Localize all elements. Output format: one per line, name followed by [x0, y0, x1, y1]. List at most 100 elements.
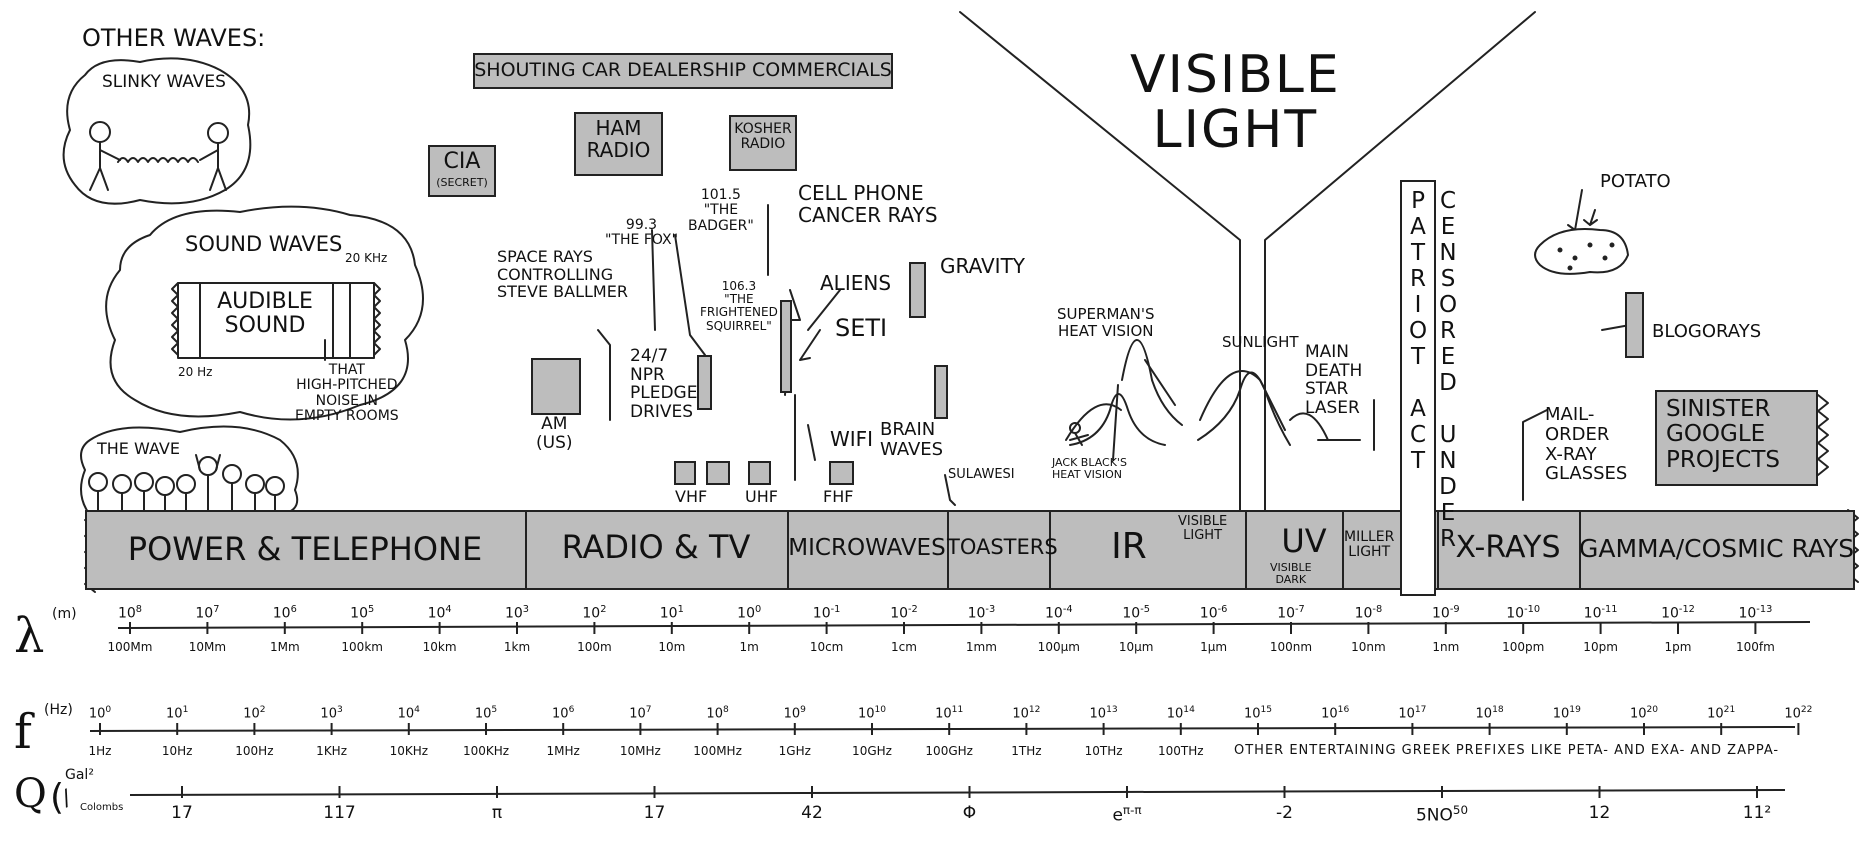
freq-unit-label: 1KHz	[316, 744, 348, 758]
death-star-label: MAIN DEATH STAR LASER	[1305, 342, 1363, 419]
slinky-waves-label: SLINKY WAVES	[102, 72, 226, 92]
freq-power-label: 109	[783, 705, 806, 722]
lambda-symbol: λ	[14, 608, 45, 664]
band-divider	[1049, 512, 1051, 588]
uhf-box	[748, 461, 771, 485]
the-wave-label: THE WAVE	[97, 439, 180, 458]
q-value-label: 17	[643, 803, 666, 823]
axis-lines	[89, 621, 1811, 796]
fhf-box	[829, 461, 854, 485]
lambda-unit-label: 1m	[739, 640, 759, 654]
lambda-unit-label: 10nm	[1351, 640, 1386, 654]
freq-unit-label: 10Hz	[161, 744, 193, 758]
lambda-unit-label: 100Mm	[107, 640, 153, 654]
lambda-unit-label: 10pm	[1583, 640, 1618, 654]
lambda-unit-label: 10cm	[809, 640, 844, 654]
band-power-telephone: POWER & TELEPHONE	[127, 530, 483, 568]
band-radio-tv: RADIO & TV	[561, 528, 751, 566]
gravity-label: GRAVITY	[940, 254, 1025, 278]
the-wave-cloud	[80, 425, 299, 516]
freq-power-label: 1017	[1398, 705, 1427, 722]
lambda-power-label: 101	[659, 604, 684, 622]
band-ir: IR	[1111, 526, 1147, 567]
lambda-unit-label: 100μm	[1037, 640, 1080, 654]
lambda-unit-label: 100nm	[1269, 640, 1313, 654]
censored-label: CENSORED UNDER PATRIOT ACT	[1405, 188, 1461, 552]
car-dealer-box	[473, 53, 893, 89]
freq-power-label: 1018	[1475, 705, 1504, 722]
freq-power-label: 1014	[1166, 705, 1195, 722]
lambda-unit-label: 1pm	[1664, 640, 1692, 654]
lambda-power-label: 10-1	[812, 604, 841, 622]
q-value-label: -2	[1276, 803, 1293, 823]
badger-label: 101.5 "THE BADGER"	[688, 187, 754, 234]
q-value-label: 42	[801, 803, 823, 823]
band-divider	[1342, 512, 1344, 588]
lambda-power-label: 10-11	[1583, 604, 1618, 622]
freq-unit-label: 1THz	[1011, 744, 1042, 758]
cia-label: CIA	[443, 149, 481, 174]
lambda-power-label: 10-10	[1506, 604, 1541, 622]
visible-light-funnel-right	[1264, 11, 1536, 536]
kosher-radio-label: KOSHER RADIO	[734, 121, 792, 153]
cia-box	[428, 145, 496, 197]
squirrel-label: 106.3 "THE FRIGHTENED SQUIRREL"	[700, 279, 778, 333]
freq-power-label: 1015	[1243, 705, 1273, 722]
20hz-label: 20 Hz	[178, 365, 213, 379]
ham-radio-box	[574, 112, 663, 176]
lambda-power-label: 10-13	[1738, 604, 1773, 622]
blogorays-box	[1625, 292, 1644, 358]
band-gamma-cosmic: GAMMA/COSMIC RAYS	[1579, 534, 1855, 563]
vhf-box-2	[706, 461, 730, 485]
freq-unit-label: 100MHz	[693, 744, 742, 758]
band-divider	[1245, 512, 1247, 588]
jack-black-label: JACK BLACK'S HEAT VISION	[1052, 456, 1127, 482]
lambda-power-label: 10-9	[1431, 604, 1460, 622]
brain-waves-box	[934, 365, 948, 419]
lambda-unit-label: 1mm	[965, 640, 997, 654]
q-value-label: 11²	[1742, 803, 1772, 823]
band-microwaves: MICROWAVES	[788, 535, 946, 561]
freq-tick-marks	[99, 723, 1800, 735]
freq-power-label: 1021	[1707, 705, 1736, 722]
freq-unit-label: 1GHz	[778, 744, 811, 758]
freq-unit-label: 10GHz	[852, 744, 892, 758]
am-box	[531, 358, 581, 415]
lambda-power-label: 103	[504, 604, 530, 622]
lambda-power-label: 100	[737, 604, 762, 622]
freq-unit: (Hz)	[44, 702, 73, 718]
freq-power-label: 106	[552, 705, 575, 722]
q-paren-open: (	[50, 777, 65, 818]
band-divider	[525, 512, 527, 588]
npr-box	[697, 355, 712, 410]
miller-light-label: MILLER LIGHT	[1344, 529, 1395, 561]
freq-power-label: 1022	[1784, 705, 1813, 722]
censored-column	[1400, 180, 1436, 596]
vhf-box-1	[674, 461, 696, 485]
ham-radio-label: HAM RADIO	[586, 116, 651, 162]
freq-unit-label: 10THz	[1084, 744, 1123, 758]
20khz-label: 20 KHz	[345, 251, 388, 265]
lambda-power-label: 105	[350, 604, 375, 622]
freq-power-label: 1020	[1629, 705, 1659, 722]
q-value-label: eπ-π	[1112, 803, 1142, 826]
the-wave-crowd	[88, 454, 285, 513]
aliens-label: ALIENS	[820, 271, 892, 295]
lambda-unit-label: 1km	[503, 640, 531, 654]
lambda-power-label: 102	[582, 604, 607, 622]
freq-power-label: 105	[474, 705, 498, 722]
freq-unit-label: 100GHz	[925, 744, 973, 758]
superman-label: SUPERMAN'S HEAT VISION	[1057, 305, 1155, 340]
space-rays-label: SPACE RAYS CONTROLLING STEVE BALLMER	[497, 247, 628, 302]
lambda-power-label: 104	[427, 604, 452, 622]
visible-dark-label: VISIBLE DARK	[1270, 561, 1312, 587]
band-divider	[1437, 512, 1439, 588]
lambda-unit-label: 100pm	[1502, 640, 1545, 654]
lambda-power-label: 106	[272, 604, 297, 622]
uhf-label: UHF	[745, 487, 778, 506]
blogorays-label: BLOGORAYS	[1652, 321, 1762, 342]
other-waves-heading: OTHER WAVES:	[82, 24, 266, 52]
lambda-unit-label: 10μm	[1118, 640, 1154, 654]
